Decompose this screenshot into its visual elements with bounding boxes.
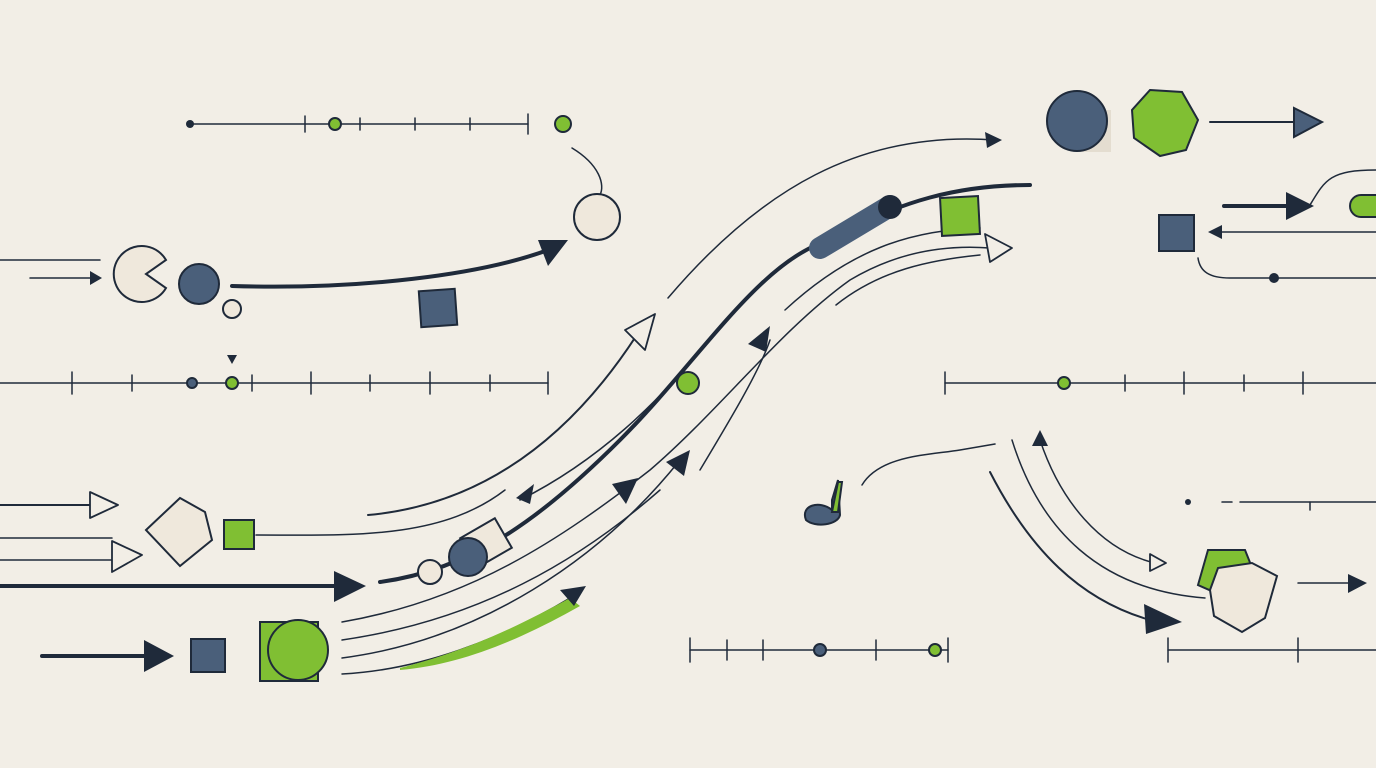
top-right-cluster bbox=[1046, 88, 1376, 283]
timeline-left-middle bbox=[0, 355, 549, 395]
bottom-left-flows bbox=[0, 489, 506, 682]
green-dot bbox=[554, 115, 572, 133]
timeline-right-middle bbox=[944, 371, 1376, 395]
connector-curve bbox=[571, 147, 603, 196]
timeline-bottom-center bbox=[689, 637, 949, 663]
timeline-top-left bbox=[186, 113, 529, 135]
small-note-curve bbox=[803, 443, 996, 526]
cream-circle bbox=[573, 193, 621, 241]
timeline-bottom-right bbox=[1167, 637, 1376, 663]
bottom-right-flows bbox=[989, 430, 1376, 634]
pacman-cluster bbox=[0, 240, 568, 329]
central-s-curves bbox=[341, 132, 1032, 675]
